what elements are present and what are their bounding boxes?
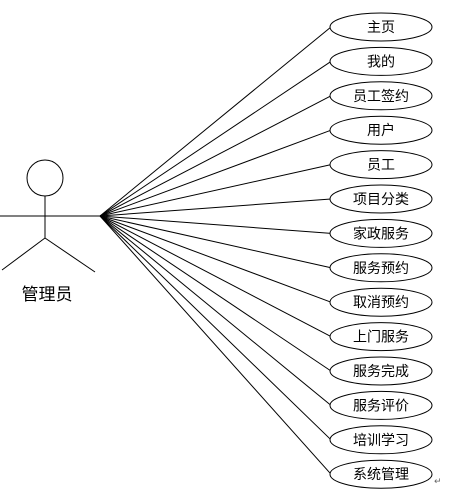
- use-case: 家政服务: [329, 218, 433, 248]
- use-case-label: 主页: [367, 20, 395, 36]
- association-line: [99, 215, 332, 234]
- use-case-ellipse: [329, 322, 433, 352]
- use-case-label: 服务预约: [353, 261, 409, 277]
- use-case-label: 系统管理: [353, 467, 409, 483]
- association-line: [99, 60, 332, 217]
- use-case: 主页: [329, 12, 433, 42]
- use-case-ellipse: [329, 218, 433, 248]
- use-case-ellipse: [329, 184, 433, 214]
- use-case: 服务预约: [329, 253, 433, 283]
- use-case-label: 服务完成: [353, 364, 409, 380]
- use-case: 上门服务: [329, 322, 433, 352]
- association-line: [99, 215, 332, 406]
- use-case-label: 取消预约: [353, 295, 409, 311]
- actor-left-leg: [1, 237, 46, 271]
- actor-right-leg: [44, 237, 96, 273]
- use-case-ellipse: [329, 150, 433, 180]
- association-line: [99, 215, 332, 372]
- use-case-ellipse: [329, 287, 433, 317]
- use-case-label: 家政服务: [353, 225, 409, 242]
- use-case-ellipse: [329, 459, 433, 489]
- use-case: 服务评价: [329, 390, 433, 420]
- use-case-label: 员工签约: [353, 88, 409, 105]
- use-case: 取消预约: [329, 287, 433, 317]
- use-case: 我的: [329, 46, 433, 76]
- association-line: [99, 129, 332, 217]
- use-case-ellipse: [329, 81, 433, 111]
- use-case: 培训学习: [329, 425, 433, 455]
- actor-admin: 管理员: [0, 159, 100, 305]
- use-case-ellipse: [329, 356, 433, 386]
- use-case-list: 主页我的员工签约用户员工项目分类家政服务服务预约取消预约上门服务服务完成服务评价…: [329, 12, 433, 489]
- use-case-ellipse: [329, 425, 433, 455]
- association-line: [99, 215, 332, 338]
- use-case-label: 员工: [367, 158, 395, 174]
- use-case: 用户: [329, 115, 433, 145]
- actor-label: 管理员: [22, 285, 73, 305]
- use-case-ellipse: [329, 12, 433, 42]
- use-case: 系统管理: [329, 459, 433, 489]
- association-lines: [99, 26, 332, 475]
- paragraph-mark: ↵: [434, 477, 442, 487]
- association-line: [99, 198, 332, 217]
- use-case-label: 用户: [367, 122, 395, 139]
- use-case: 员工: [329, 150, 433, 180]
- use-case: 服务完成: [329, 356, 433, 386]
- actor-head: [26, 159, 64, 197]
- use-case-label: 项目分类: [353, 192, 409, 208]
- use-case-label: 培训学习: [353, 433, 409, 449]
- association-line: [99, 215, 332, 303]
- use-case-label: 服务评价: [353, 398, 409, 414]
- use-case: 员工签约: [329, 81, 433, 111]
- use-case: 项目分类: [329, 184, 433, 214]
- use-case-ellipse: [329, 253, 433, 283]
- association-line: [99, 164, 332, 217]
- use-case-label: 我的: [367, 54, 395, 70]
- association-line: [99, 215, 332, 441]
- association-line: [99, 95, 332, 217]
- association-line: [99, 215, 332, 269]
- use-case-ellipse: [329, 115, 433, 145]
- use-case-ellipse: [329, 390, 433, 420]
- use-case-ellipse: [329, 46, 433, 76]
- association-line: [99, 215, 332, 475]
- use-case-label: 上门服务: [353, 330, 409, 346]
- association-line: [99, 26, 332, 217]
